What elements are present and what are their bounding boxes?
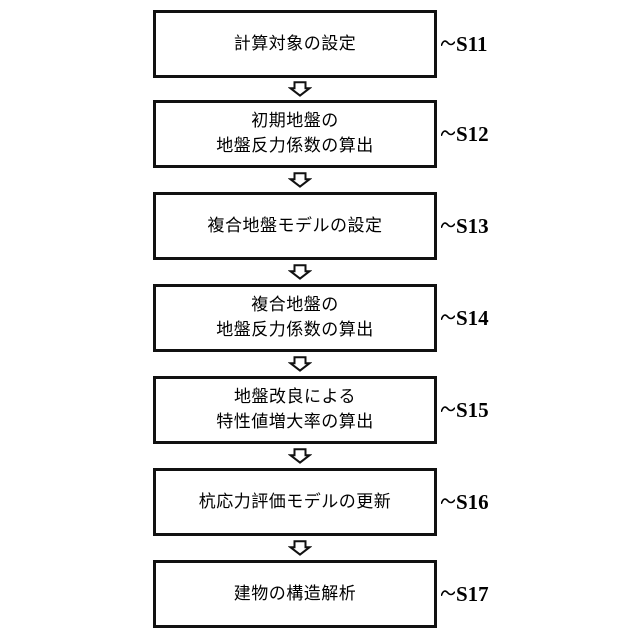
process-box-label: 計算対象の設定 [233,33,357,54]
step-label-text: S11 [456,31,488,56]
tilde-icon [441,40,455,46]
arrow-down-icon-s11-s12 [288,81,312,97]
tilde-icon [441,406,455,412]
step-label-text: S15 [456,397,489,422]
arrow-down-icon-s12-s13 [288,172,312,188]
step-label-text: S16 [456,489,489,514]
process-box-label: 建物の構造解析 [233,583,357,604]
process-box-s17[interactable]: 建物の構造解析 [153,560,437,628]
process-box-s12[interactable]: 初期地盤の 地盤反力係数の算出 [153,100,437,168]
tilde-icon [441,498,455,504]
arrow-down-icon-s16-s17 [288,540,312,556]
step-label-s13: S13 [441,192,489,260]
arrow-down-icon-s15-s16 [288,448,312,464]
arrow-down-icon-s13-s14 [288,264,312,280]
step-label-s15: S15 [441,376,489,444]
flow-step-s17: 建物の構造解析 S17 [0,560,640,628]
flow-step-s16: 杭応力評価モデルの更新 S16 [0,468,640,536]
process-box-s16[interactable]: 杭応力評価モデルの更新 [153,468,437,536]
tilde-icon [441,314,455,320]
process-box-label: 初期地盤の 地盤反力係数の算出 [216,111,374,156]
step-label-s17: S17 [441,560,489,628]
process-box-label: 複合地盤の 地盤反力係数の算出 [216,295,374,340]
process-box-s15[interactable]: 地盤改良による 特性値増大率の算出 [153,376,437,444]
process-box-s13[interactable]: 複合地盤モデルの設定 [153,192,437,260]
step-label-s12: S12 [441,100,489,168]
step-label-text: S14 [456,305,489,330]
process-box-label: 地盤改良による 特性値増大率の算出 [216,387,374,432]
process-box-label: 杭応力評価モデルの更新 [198,491,392,512]
step-label-text: S13 [456,213,489,238]
step-label-s11: S11 [441,10,488,78]
tilde-icon [441,222,455,228]
step-label-text: S17 [456,581,489,606]
step-label-text: S12 [456,121,489,146]
arrow-down-icon-s14-s15 [288,356,312,372]
process-box-s14[interactable]: 複合地盤の 地盤反力係数の算出 [153,284,437,352]
flow-step-s12: 初期地盤の 地盤反力係数の算出 S12 [0,100,640,168]
flow-step-s13: 複合地盤モデルの設定 S13 [0,192,640,260]
flow-step-s14: 複合地盤の 地盤反力係数の算出 S14 [0,284,640,352]
flow-step-s11: 計算対象の設定 S11 [0,10,640,78]
process-box-label: 複合地盤モデルの設定 [207,215,383,236]
tilde-icon [441,590,455,596]
flow-step-s15: 地盤改良による 特性値増大率の算出 S15 [0,376,640,444]
process-box-s11[interactable]: 計算対象の設定 [153,10,437,78]
tilde-icon [441,130,455,136]
step-label-s16: S16 [441,468,489,536]
step-label-s14: S14 [441,284,489,352]
